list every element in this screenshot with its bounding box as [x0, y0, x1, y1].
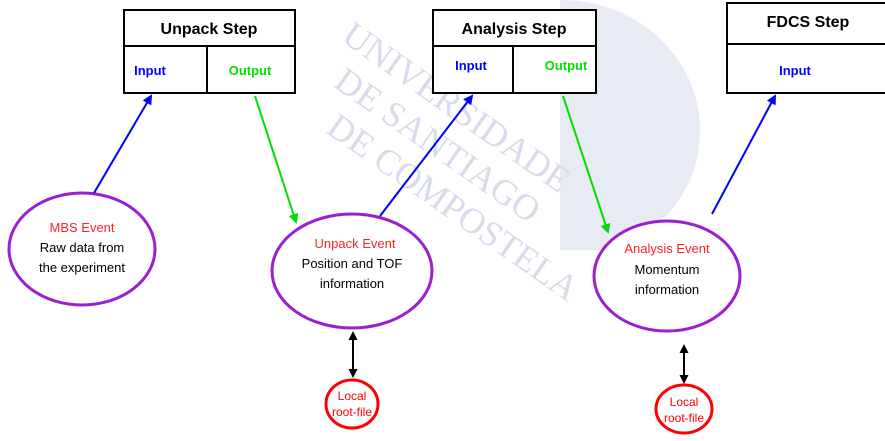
analysis-event-node: Analysis Event Momentum information — [592, 219, 742, 333]
analysis-event-desc-line-1: Momentum — [634, 262, 699, 277]
fdcs-step-box: FDCS Step Input — [726, 2, 885, 94]
unpack-root-file-line-1: Local — [338, 389, 367, 403]
fdcs-step-input-label: Input — [779, 63, 811, 78]
analysis-event-to-fdcs-input-arrow — [711, 94, 776, 215]
unpack-root-file-node: Local root-file — [324, 378, 380, 430]
analysis-root-file-node: Local root-file — [654, 383, 714, 435]
unpack-step-output-label: Output — [229, 63, 272, 78]
mbs-to-unpack-input-arrow — [93, 94, 153, 194]
analysis-event-desc-line-2: information — [635, 282, 699, 297]
analysis-event-title: Analysis Event — [624, 241, 710, 256]
analysis-step-box: Analysis Step Input Output — [432, 9, 597, 94]
analysis-output-to-analysis-event-arrow — [562, 95, 611, 234]
analysis-root-file-line-2: root-file — [664, 411, 704, 425]
analysis-step-title: Analysis Step — [462, 21, 567, 38]
mbs-event-title: MBS Event — [49, 220, 114, 235]
unpack-event-title: Unpack Event — [315, 236, 396, 251]
unpack-step-box: Unpack Step Input Output — [123, 9, 296, 94]
mbs-event-desc-line-1: Raw data from — [40, 240, 125, 255]
unpack-event-desc-line-1: Position and TOF — [302, 256, 403, 271]
unpack-event-node: Unpack Event Position and TOF informatio… — [270, 212, 434, 330]
mbs-event-node: MBS Event Raw data from the experiment — [7, 191, 157, 307]
unpack-step-title: Unpack Step — [161, 21, 258, 38]
fdcs-step-title: FDCS Step — [767, 14, 850, 31]
analysis-step-input-label: Input — [455, 58, 487, 73]
unpack-event-to-analysis-input-arrow — [379, 94, 474, 217]
unpack-output-to-unpack-event-arrow — [254, 95, 299, 224]
unpack-step-input-label: Input — [134, 63, 166, 78]
mbs-event-desc-line-2: the experiment — [39, 260, 125, 275]
unpack-root-file-line-2: root-file — [332, 405, 372, 419]
unpack-event-desc-line-2: information — [320, 276, 384, 291]
analysis-step-output-label: Output — [545, 58, 588, 73]
analysis-root-file-line-1: Local — [670, 395, 699, 409]
